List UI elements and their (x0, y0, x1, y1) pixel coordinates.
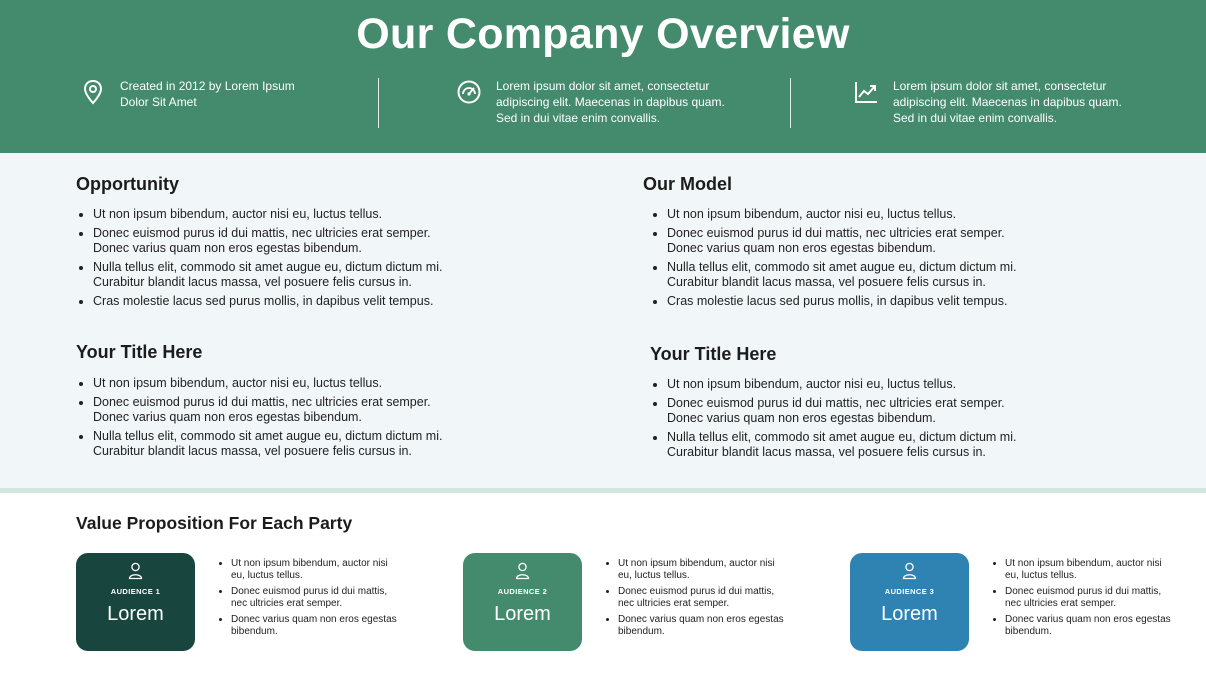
list-item: Ut non ipsum bibendum, auctor nisi eu, l… (1005, 558, 1173, 582)
value-proposition-title: Value Proposition For Each Party (76, 513, 353, 533)
list-item: Nulla tellus elit, commodo sit amet augu… (93, 429, 465, 459)
list-item: Nulla tellus elit, commodo sit amet augu… (667, 260, 1039, 290)
trend-chart-icon (855, 82, 877, 103)
audience-card-3: AUDIENCE 3 Lorem (850, 553, 969, 651)
list-item: Ut non ipsum bibendum, auctor nisi eu, l… (618, 558, 786, 582)
section-divider (0, 488, 1206, 493)
audience-1-bullets: Ut non ipsum bibendum, auctor nisi eu, l… (219, 558, 399, 642)
list-item: Nulla tellus elit, commodo sit amet augu… (93, 260, 465, 290)
audience-label: AUDIENCE 1 (110, 587, 161, 596)
list-item: Donec varius quam non eros egestas biben… (618, 614, 786, 638)
header-banner: Our Company Overview Created in 2012 by … (0, 0, 1206, 153)
audience-name: Lorem (494, 603, 551, 625)
list-item: Donec euismod purus id dui mattis, nec u… (667, 396, 1039, 426)
list-item: Donec euismod purus id dui mattis, nec u… (667, 226, 1039, 256)
divider (378, 78, 379, 128)
list-item: Donec euismod purus id dui mattis, nec u… (231, 586, 399, 610)
audience-label: AUDIENCE 2 (497, 587, 548, 596)
list-item: Donec euismod purus id dui mattis, nec u… (93, 226, 465, 256)
list-item: Ut non ipsum bibendum, auctor nisi eu, l… (231, 558, 399, 582)
audience-2-bullets: Ut non ipsum bibendum, auctor nisi eu, l… (606, 558, 786, 642)
list-item: Ut non ipsum bibendum, auctor nisi eu, l… (667, 207, 1039, 222)
list-item: Donec euismod purus id dui mattis, nec u… (1005, 586, 1173, 610)
audience-name: Lorem (107, 603, 164, 625)
info-item-performance: Lorem ipsum dolor sit amet, consectetur … (456, 78, 756, 126)
list-item: Ut non ipsum bibendum, auctor nisi eu, l… (93, 376, 465, 391)
info-text: Lorem ipsum dolor sit amet, consectetur … (496, 79, 725, 125)
person-icon (902, 562, 917, 580)
audience-3-bullets: Ut non ipsum bibendum, auctor nisi eu, l… (993, 558, 1173, 642)
section-title-left: Your Title Here (76, 342, 203, 362)
location-pin-icon (83, 79, 103, 105)
list-item: Cras molestie lacus sed purus mollis, in… (93, 294, 465, 309)
section-title-opportunity: Opportunity (76, 174, 179, 194)
list-item: Donec euismod purus id dui mattis, nec u… (618, 586, 786, 610)
list-item: Donec varius quam non eros egestas biben… (231, 614, 399, 638)
bullet-list-right: Ut non ipsum bibendum, auctor nisi eu, l… (650, 377, 1039, 464)
list-item: Ut non ipsum bibendum, auctor nisi eu, l… (667, 377, 1039, 392)
info-item-growth: Lorem ipsum dolor sit amet, consectetur … (853, 78, 1153, 126)
speedometer-icon (457, 80, 481, 104)
list-item: Donec varius quam non eros egestas biben… (1005, 614, 1173, 638)
bullet-list-opportunity: Ut non ipsum bibendum, auctor nisi eu, l… (76, 207, 465, 313)
info-text: Lorem ipsum dolor sit amet, consectetur … (893, 79, 1122, 125)
page-title: Our Company Overview (356, 10, 850, 58)
person-icon (515, 562, 530, 580)
list-item: Ut non ipsum bibendum, auctor nisi eu, l… (93, 207, 465, 222)
audience-name: Lorem (881, 603, 938, 625)
audience-card-1: AUDIENCE 1 Lorem (76, 553, 195, 651)
list-item: Cras molestie lacus sed purus mollis, in… (667, 294, 1039, 309)
section-title-right: Your Title Here (650, 344, 777, 364)
audience-card-2: AUDIENCE 2 Lorem (463, 553, 582, 651)
info-text: Created in 2012 by Lorem Ipsum Dolor Sit… (120, 79, 295, 109)
list-item: Nulla tellus elit, commodo sit amet augu… (667, 430, 1039, 460)
list-item: Donec euismod purus id dui mattis, nec u… (93, 395, 465, 425)
audience-label: AUDIENCE 3 (884, 587, 935, 596)
info-item-founded: Created in 2012 by Lorem Ipsum Dolor Sit… (80, 78, 320, 110)
bullet-list-our-model: Ut non ipsum bibendum, auctor nisi eu, l… (650, 207, 1039, 313)
section-title-our-model: Our Model (643, 174, 732, 194)
divider (790, 78, 791, 128)
person-icon (128, 562, 143, 580)
bullet-list-left: Ut non ipsum bibendum, auctor nisi eu, l… (76, 376, 465, 463)
content-panel (0, 153, 1206, 488)
